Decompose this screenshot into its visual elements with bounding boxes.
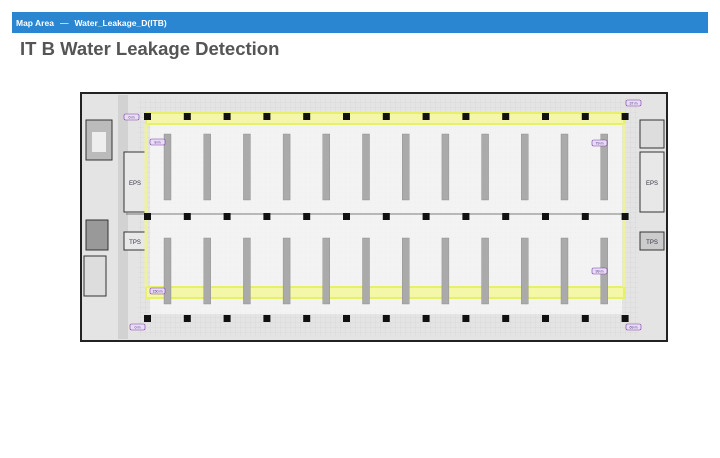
- structural-column: [542, 315, 549, 322]
- breadcrumb-current: Water_Leakage_D(ITB): [74, 17, 167, 28]
- sensor-marker[interactable]: 79 m: [591, 139, 608, 147]
- room-right-top: [639, 119, 665, 149]
- sensor-marker-label: 0 m: [135, 326, 141, 330]
- structural-column: [382, 315, 390, 322]
- structural-column: [502, 213, 510, 220]
- rack-row: [600, 133, 608, 201]
- tps-room-right[interactable]: [639, 231, 665, 251]
- rack-row: [163, 237, 172, 305]
- sensor-marker-label: 150 m: [153, 290, 163, 294]
- structural-column: [462, 315, 470, 322]
- rack-row: [362, 237, 370, 305]
- structural-column: [621, 315, 629, 322]
- rack-row: [362, 133, 370, 201]
- page-title: IT B Water Leakage Detection: [20, 38, 280, 59]
- sensor-marker-label: 79 m: [596, 142, 604, 146]
- structural-column: [581, 315, 589, 322]
- sensor-marker[interactable]: 99 m: [591, 267, 608, 275]
- structural-column: [621, 213, 629, 220]
- sensor-marker[interactable]: 0 m: [123, 113, 140, 121]
- structural-column: [462, 213, 470, 220]
- structural-column: [343, 315, 350, 322]
- structural-column: [144, 113, 151, 120]
- structural-column: [263, 315, 271, 322]
- rack-row: [243, 237, 251, 305]
- rack-row: [282, 237, 291, 305]
- sensor-marker-label: 8 m: [155, 141, 161, 145]
- structural-column: [502, 113, 510, 120]
- structural-column: [502, 315, 510, 322]
- structural-column: [144, 315, 151, 322]
- rack-row: [521, 237, 529, 305]
- sensor-marker[interactable]: 8 m: [149, 138, 166, 146]
- rack-row: [481, 237, 489, 305]
- structural-column: [621, 113, 629, 120]
- rack-row: [560, 237, 569, 305]
- breadcrumb-separator: —: [59, 17, 69, 28]
- structural-column: [343, 113, 350, 120]
- rack-row: [282, 133, 291, 201]
- structural-column: [382, 213, 390, 220]
- structural-column: [422, 113, 430, 120]
- structural-column: [542, 113, 549, 120]
- rack-row: [402, 237, 410, 305]
- structural-column: [223, 315, 231, 322]
- breadcrumb: Map Area — Water_Leakage_D(ITB): [12, 12, 708, 33]
- left-service-rooms: [83, 119, 113, 297]
- breadcrumb-root[interactable]: Map Area: [16, 17, 54, 28]
- rack-row: [243, 133, 251, 201]
- structural-column: [223, 113, 231, 120]
- rack-row: [203, 237, 211, 305]
- eps-room-right[interactable]: [639, 151, 665, 213]
- rack-row: [203, 133, 211, 201]
- rack-row: [521, 133, 529, 201]
- rack-row: [441, 133, 450, 201]
- structural-column: [263, 213, 271, 220]
- sensor-marker-label: 0 m: [129, 116, 135, 120]
- leak-cable-bottom[interactable]: [145, 286, 625, 299]
- rack-row: [481, 133, 489, 201]
- sensor-marker[interactable]: 69 m: [625, 323, 642, 331]
- structural-column: [223, 213, 231, 220]
- structural-column: [382, 113, 390, 120]
- rack-row: [322, 133, 331, 201]
- sensor-marker-label: 69 m: [630, 326, 638, 330]
- sensor-marker[interactable]: 150 m: [149, 287, 166, 295]
- structural-column: [542, 213, 549, 220]
- sensor-marker-label: 99 m: [596, 270, 604, 274]
- rack-row: [322, 237, 331, 305]
- tps-label-right: TPS: [646, 240, 658, 246]
- sensor-marker[interactable]: 0 m: [129, 323, 146, 331]
- rack-row: [560, 133, 569, 201]
- structural-column: [303, 213, 311, 220]
- structural-column: [462, 113, 470, 120]
- structural-column: [422, 213, 430, 220]
- tps-label-left: TPS: [129, 240, 141, 246]
- structural-column: [263, 113, 271, 120]
- eps-label-right: EPS: [646, 181, 658, 187]
- rack-row: [163, 133, 172, 201]
- sensor-marker[interactable]: 37 m: [625, 99, 642, 107]
- structural-column: [144, 213, 151, 220]
- structural-column: [581, 113, 589, 120]
- structural-column: [183, 315, 191, 322]
- floor-plan-map[interactable]: EPS TPS EPS TPS 0 m 8 m 37 m 79 m 99 m 150 m 0…: [80, 92, 670, 344]
- structural-column: [581, 213, 589, 220]
- rack-row: [402, 133, 410, 201]
- structural-column: [183, 113, 191, 120]
- sensor-marker-label: 37 m: [630, 102, 638, 106]
- structural-column: [303, 315, 311, 322]
- structural-column: [422, 315, 430, 322]
- structural-column: [343, 213, 350, 220]
- corridor-left: [118, 95, 128, 339]
- eps-label-left: EPS: [129, 181, 141, 187]
- structural-column: [303, 113, 311, 120]
- structural-column: [183, 213, 191, 220]
- rack-row: [441, 237, 450, 305]
